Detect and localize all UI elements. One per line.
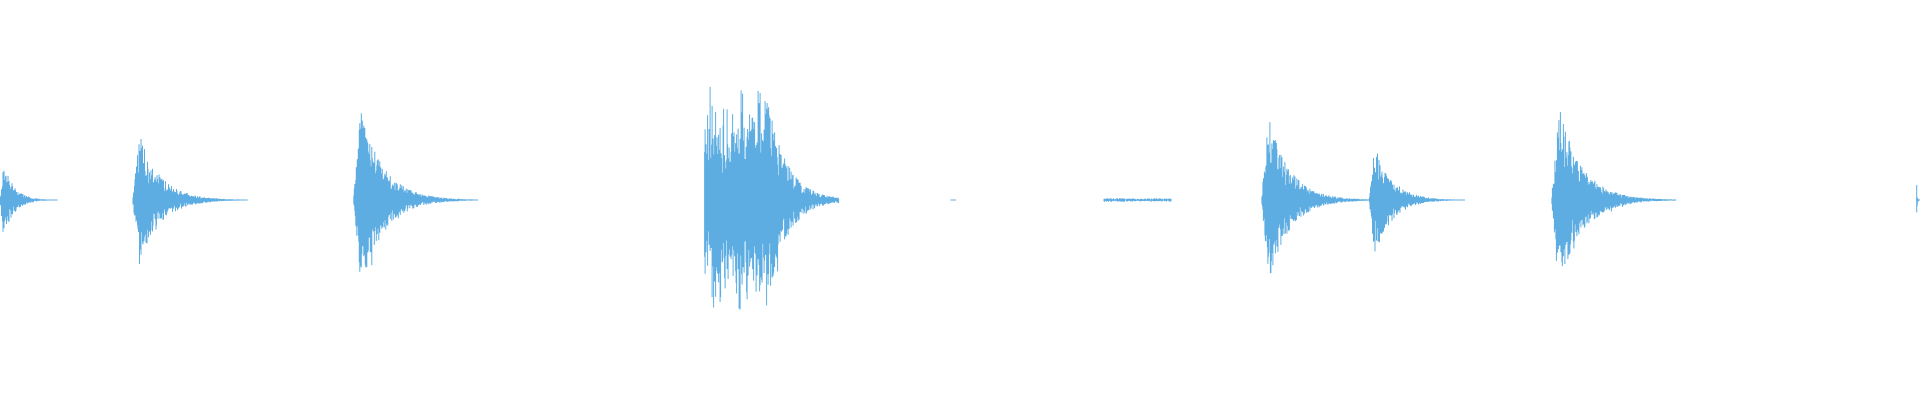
- waveform-event: [353, 113, 479, 272]
- waveform-trace: [1261, 122, 1377, 274]
- waveform-event: [0, 170, 58, 232]
- waveform-trace: [704, 86, 840, 310]
- waveform-trace: [353, 113, 479, 272]
- waveform-events: [0, 86, 1920, 310]
- waveform-trace: [1103, 198, 1172, 202]
- waveform-event: [1916, 185, 1920, 213]
- waveform-trace: [1369, 153, 1465, 252]
- waveform-event: [132, 139, 248, 264]
- waveform-trace: [132, 139, 248, 264]
- waveform-trace: [0, 170, 58, 232]
- waveform-event: [1261, 122, 1377, 274]
- waveform-event: [1369, 153, 1465, 252]
- waveform-trace: [1551, 112, 1677, 267]
- waveform-event: [704, 86, 840, 310]
- waveform-trace: [1916, 185, 1920, 213]
- waveform-event: [1551, 112, 1677, 267]
- waveform-event: [1103, 198, 1172, 202]
